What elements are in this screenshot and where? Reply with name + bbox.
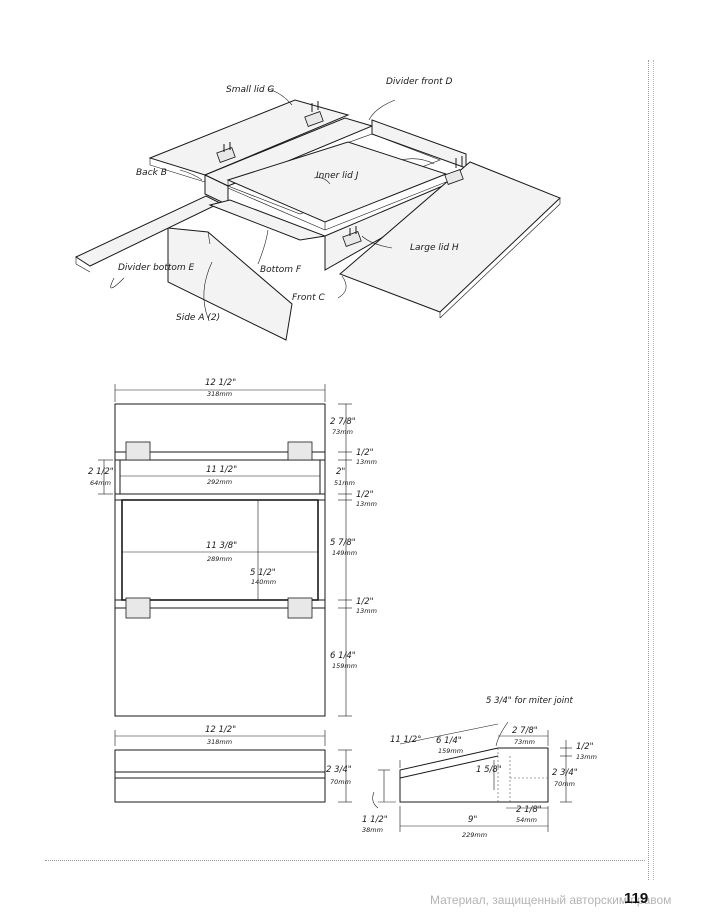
front-view: 12 1/2" 318mm 2 3/4" 70mm — [114, 725, 352, 803]
page-edge — [648, 60, 654, 880]
dim-well-depth-mm: 140mm — [251, 578, 276, 586]
dim-left-depth: 2 1/2" — [88, 467, 114, 477]
dim-inner-width: 11 1/2" — [206, 465, 237, 475]
dim-top-flat-mm: 73mm — [514, 738, 535, 746]
dim-r6-mm: 13mm — [356, 607, 377, 615]
label-side: Side A (2) — [176, 313, 220, 323]
hinge-icon — [287, 441, 313, 461]
bottom-rule — [45, 860, 645, 861]
label-divider-front: Divider front D — [386, 77, 453, 87]
small-lid-part — [148, 99, 350, 176]
dim-slope-length: 6 1/4" — [436, 736, 462, 746]
dim-front-height: 2 3/4" — [326, 765, 352, 775]
dim-well-width-mm: 289mm — [207, 555, 232, 563]
label-large-lid: Large lid H — [410, 243, 459, 253]
dim-slope-length-mm: 159mm — [438, 747, 463, 755]
label-divider-bottom: Divider bottom E — [118, 263, 194, 273]
dim-r7: 6 1/4" — [330, 651, 356, 661]
dim-r3-mm: 51mm — [334, 479, 355, 487]
dim-r5-mm: 149mm — [332, 549, 357, 557]
label-bottom: Bottom F — [260, 265, 302, 275]
label-back: Back B — [136, 168, 167, 178]
dim-front-width-mm: 318mm — [207, 738, 232, 746]
dim-left-depth-mm: 64mm — [90, 479, 111, 487]
dim-r2: 1/2" — [356, 448, 374, 458]
dim-well-width: 11 3/8" — [206, 541, 237, 551]
hinge-icon — [304, 111, 324, 127]
dim-r3: 2" — [336, 467, 345, 477]
dim-thickness-mm: 13mm — [576, 753, 597, 761]
dim-side-height-mm: 70mm — [554, 780, 575, 788]
dim-inner-width-mm: 292mm — [207, 478, 232, 486]
side-view: 5 3/4" for miter joint 6 1/4" 159mm 11 1… — [362, 696, 597, 839]
dim-r4: 1/2" — [356, 490, 374, 500]
dim-angle: 11 1/2° — [390, 735, 421, 745]
dim-base-right-mm: 54mm — [516, 816, 537, 824]
exploded-view: Small lid G Divider front D Back B Inner… — [74, 77, 561, 341]
dim-side-height: 2 3/4" — [552, 768, 578, 778]
dim-side-length-mm: 229mm — [462, 831, 487, 839]
plan-view: 12 1/2" 318mm 11 1/2" 292mm 11 3/8" 289m… — [88, 378, 377, 717]
dim-rise: 1 5/8" — [476, 765, 502, 775]
label-inner-lid: Inner lid J — [316, 171, 359, 181]
dim-top-flat: 2 7/8" — [512, 726, 538, 736]
dim-front-width: 12 1/2" — [205, 725, 236, 735]
dim-r1: 2 7/8" — [330, 417, 356, 427]
inner-lid-part — [226, 141, 448, 223]
dim-r4-mm: 13mm — [356, 500, 377, 508]
dim-top-width-mm: 318mm — [207, 390, 232, 398]
hinge-icon — [125, 441, 151, 461]
dim-r1-mm: 73mm — [332, 428, 353, 436]
page-number: 119 — [624, 890, 649, 907]
dim-low-height-mm: 38mm — [362, 826, 383, 834]
dim-front-height-mm: 70mm — [330, 778, 351, 786]
side-panel — [167, 227, 293, 341]
watermark-text: Материал, защищенный авторским правом — [430, 893, 672, 907]
dim-low-height: 1 1/2" — [362, 815, 388, 825]
dim-thickness: 1/2" — [576, 742, 594, 752]
dim-top-width: 12 1/2" — [205, 378, 236, 388]
label-front: Front C — [292, 293, 325, 303]
dim-base-right: 2 1/8" — [516, 805, 542, 815]
hinge-icon — [287, 597, 313, 619]
dim-r2-mm: 13mm — [356, 458, 377, 466]
dim-r5: 5 7/8" — [330, 538, 356, 548]
dim-r7-mm: 159mm — [332, 662, 357, 670]
label-small-lid: Small lid G — [226, 85, 274, 95]
dim-well-depth: 5 1/2" — [250, 568, 276, 578]
dim-side-length: 9" — [468, 815, 477, 825]
hinge-icon — [125, 597, 151, 619]
hinge-icon — [444, 169, 464, 185]
dim-r6: 1/2" — [356, 597, 374, 607]
miter-note: 5 3/4" for miter joint — [486, 696, 574, 706]
